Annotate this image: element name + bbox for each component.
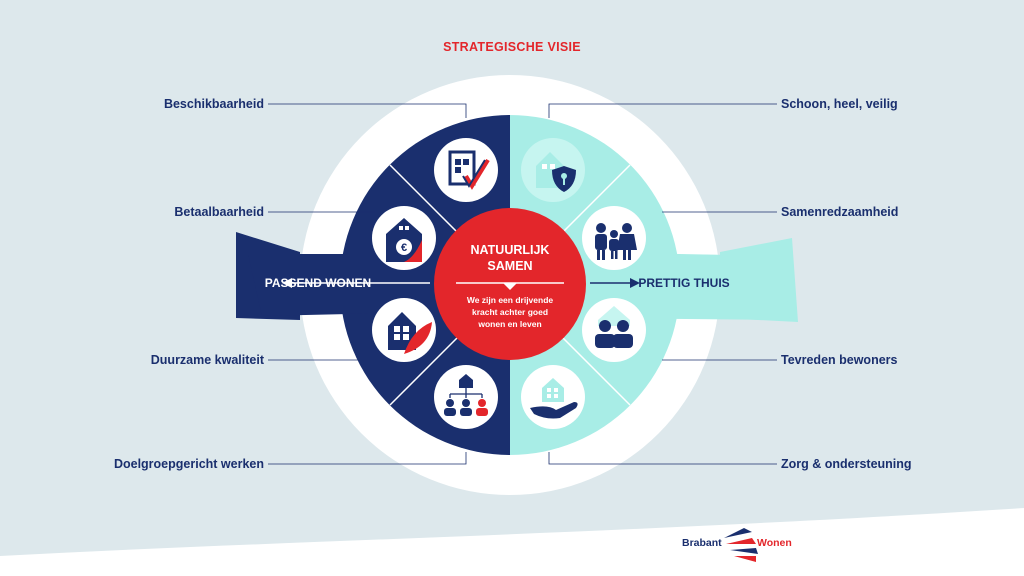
logo-word-wonen: Wonen (757, 537, 792, 549)
left-banner-text: PASSEND WONEN (265, 276, 371, 290)
house-euro-icon: € (372, 206, 436, 270)
family-group-icon (582, 206, 646, 270)
svg-text:€: € (401, 242, 407, 254)
right-banner-text: PRETTIG THUIS (638, 276, 729, 290)
house-check-icon (434, 138, 498, 202)
label-zorg-ondersteuning: Zorg & ondersteuning (781, 457, 912, 471)
two-residents-icon (582, 298, 646, 362)
right-arrowhead (630, 278, 640, 288)
logo-word-brabant: Brabant (682, 537, 722, 549)
house-leaf-icon (372, 298, 436, 362)
connector-lines (268, 103, 777, 465)
label-doelgroepgericht-werken: Doelgroepgericht werken (113, 457, 264, 471)
house-shield-key-icon (521, 138, 585, 202)
hand-holding-house-icon (521, 365, 585, 429)
label-samenredzaamheid: Samenredzaamheid (781, 205, 899, 219)
left-arrowhead (282, 278, 292, 288)
label-duurzame-kwaliteit: Duurzame kwaliteit (150, 353, 264, 367)
label-tevreden-bewoners: Tevreden bewoners (781, 353, 898, 367)
label-betaalbaarheid: Betaalbaarheid (174, 205, 264, 219)
center-heading-2: SAMEN (487, 259, 532, 273)
center-sub-2: kracht achter goed (472, 307, 548, 317)
org-chart-people-icon (434, 365, 498, 429)
label-beschikbaarheid: Beschikbaarheid (163, 97, 264, 111)
center-sub-1: We zijn een drijvende (467, 295, 554, 305)
center-notch (503, 283, 517, 290)
bottom-wave (0, 508, 1024, 576)
center-heading-1: NATUURLIJK (471, 243, 550, 257)
page-title: STRATEGISCHE VISIE (443, 40, 581, 54)
brabant-wonen-logo-mark (724, 528, 758, 562)
right-ribbon-front (580, 252, 790, 320)
center-sub-3: wonen en leven (477, 319, 541, 329)
label-schoon-heel-veilig: Schoon, heel, veilig (781, 97, 898, 111)
